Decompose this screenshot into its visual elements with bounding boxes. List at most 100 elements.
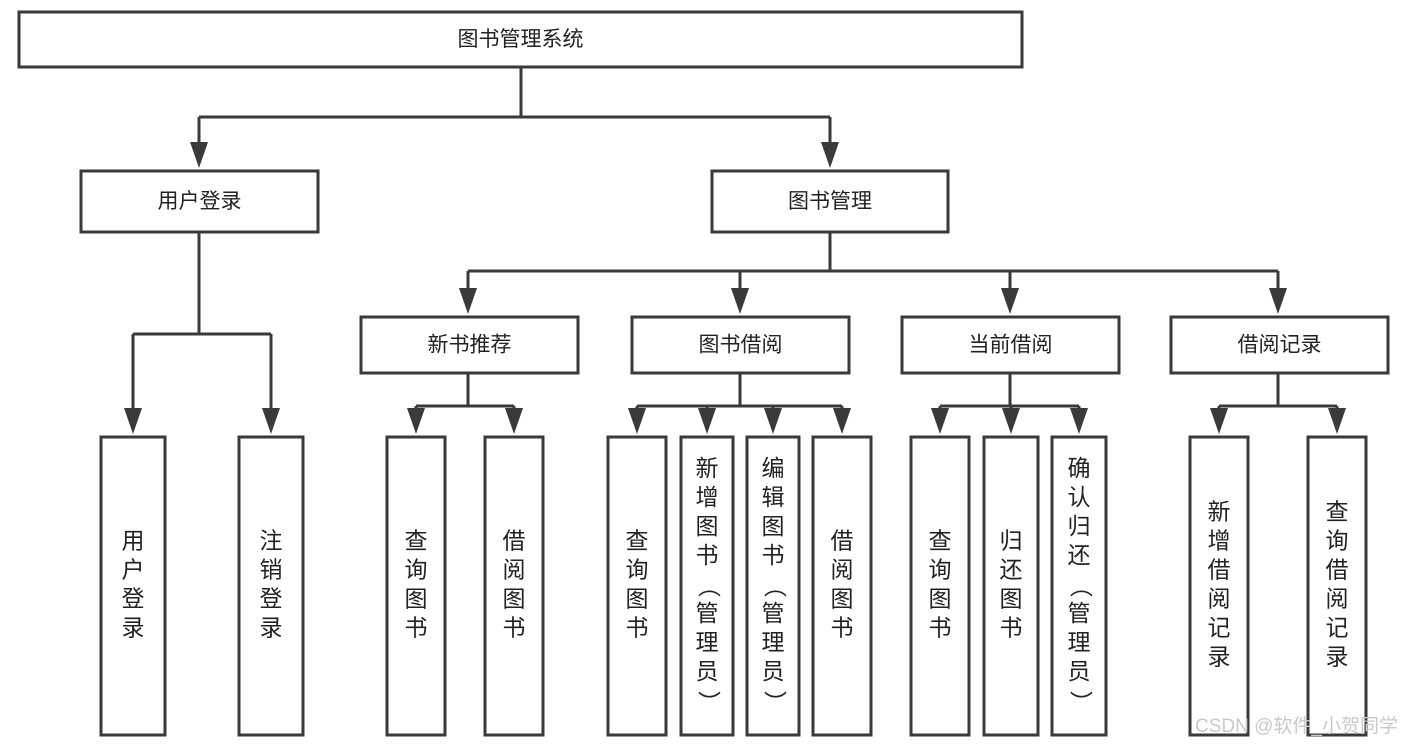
- node-leaf-12-char: 借: [1326, 557, 1349, 583]
- node-leaf-6-char: 员: [762, 658, 785, 684]
- node-leaf-8-char: 查: [929, 528, 952, 554]
- node-leaf-3-char: 图: [503, 586, 526, 612]
- node-level2-0-rect[interactable]: [79, 169, 320, 234]
- node-leaf-1-char: 登: [260, 586, 283, 612]
- node-leaf-10-char: （: [1068, 575, 1094, 598]
- node-leaf-7-char: 书: [831, 615, 854, 641]
- node-leaf-3-char: 借: [503, 528, 526, 554]
- node-leaf-12-char: 查: [1326, 499, 1349, 525]
- node-leaf-7-char: 阅: [831, 557, 854, 583]
- node-root-label: 图书管理系统: [458, 28, 584, 51]
- node-leaf-0-char: 录: [122, 615, 145, 641]
- node-level3-3[interactable]: 借阅记录: [1169, 315, 1390, 375]
- node-leaf-5-char: 增: [696, 484, 719, 510]
- node-leaf-9-rect[interactable]: [982, 435, 1040, 737]
- node-leaf-0-char: 户: [122, 557, 145, 583]
- node-root[interactable]: 图书管理系统: [17, 10, 1024, 69]
- node-leaf-6-char: 图: [762, 513, 785, 539]
- root-branch-0-arrow: [190, 142, 208, 168]
- login-branch-0-arrow: [124, 408, 142, 434]
- node-leaf-5-char: 员: [696, 658, 719, 684]
- node-root-rect[interactable]: [17, 10, 1024, 69]
- node-level3-0[interactable]: 新书推荐: [359, 315, 580, 375]
- node-leaf-10-rect[interactable]: [1050, 435, 1108, 737]
- sub-branch-1-0-arrow: [628, 408, 646, 434]
- node-leaf-7-rect[interactable]: [811, 435, 873, 737]
- node-leaf-12-char: 询: [1326, 528, 1349, 554]
- node-leaf-0-char: 登: [122, 586, 145, 612]
- node-leaf-1-rect[interactable]: [237, 435, 305, 737]
- node-leaf-2-char: 查: [405, 528, 428, 554]
- sub-branch-0-0-arrow: [407, 408, 425, 434]
- node-leaf-5-char: 管: [696, 600, 719, 626]
- sub-branch-1-2-arrow: [764, 408, 782, 434]
- node-leaf-11-rect[interactable]: [1188, 435, 1250, 737]
- node-leaf-3-rect[interactable]: [483, 435, 545, 737]
- sub-branch-1-3-arrow: [833, 408, 851, 434]
- login-branch-1-arrow: [262, 408, 280, 434]
- node-leaf-2-rect[interactable]: [385, 435, 447, 737]
- node-leaf-4-char: 查: [626, 528, 649, 554]
- node-leaf-0-char: 用: [122, 528, 145, 554]
- node-level3-2-rect[interactable]: [900, 315, 1121, 375]
- node-level3-1-rect[interactable]: [630, 315, 851, 375]
- node-leaf-12-rect[interactable]: [1306, 435, 1368, 737]
- node-leaf-12-char: 记: [1326, 615, 1349, 641]
- node-leaf-6-char: 管: [762, 600, 785, 626]
- node-leaf-3-char: 阅: [503, 557, 526, 583]
- node-level2-1[interactable]: 图书管理: [710, 169, 950, 234]
- node-leaf-8-rect[interactable]: [909, 435, 971, 737]
- node-leaf-6-rect[interactable]: [745, 435, 801, 737]
- node-level3-2[interactable]: 当前借阅: [900, 315, 1121, 375]
- node-leaf-10-char: 还: [1068, 542, 1091, 568]
- node-leaf-11-char: 增: [1208, 528, 1231, 554]
- node-leaf-11-char: 录: [1208, 644, 1231, 670]
- node-leaf-0[interactable]: 用户登录: [99, 435, 167, 737]
- node-leaf-10-char: 员: [1068, 658, 1091, 684]
- node-leaf-1-char: 注: [260, 528, 283, 554]
- node-leaf-11-char: 记: [1208, 615, 1231, 641]
- node-leaf-5-char: 新: [696, 455, 719, 481]
- node-leaf-6-char: （: [762, 575, 788, 598]
- node-leaf-5-char: 书: [696, 542, 719, 568]
- node-leaf-5-char: ）: [696, 691, 722, 714]
- sub-branch-2-2-arrow: [1070, 408, 1088, 434]
- node-leaf-6-char: 辑: [762, 484, 785, 510]
- node-leaf-8-char: 书: [929, 615, 952, 641]
- node-leaf-5-char: 理: [696, 629, 719, 655]
- node-level3-3-rect[interactable]: [1169, 315, 1390, 375]
- node-leaf-11-char: 新: [1208, 499, 1231, 525]
- node-level3-1[interactable]: 图书借阅: [630, 315, 851, 375]
- node-leaf-10-char: 管: [1068, 600, 1091, 626]
- node-leaf-0-rect[interactable]: [99, 435, 167, 737]
- node-leaf-8-char: 图: [929, 586, 952, 612]
- node-leaf-9-char: 还: [1000, 557, 1023, 583]
- node-leaf-12-char: 阅: [1326, 586, 1349, 612]
- node-leaf-1-char: 销: [260, 557, 283, 583]
- node-leaf-6-char: 编: [762, 455, 785, 481]
- node-level3-0-rect[interactable]: [359, 315, 580, 375]
- node-leaf-4-rect[interactable]: [606, 435, 668, 737]
- manage-branch-1-arrow: [731, 288, 749, 314]
- node-level2-0[interactable]: 用户登录: [79, 169, 320, 234]
- manage-branch-2-arrow: [1001, 288, 1019, 314]
- node-leaf-5-rect[interactable]: [679, 435, 735, 737]
- node-level2-1-rect[interactable]: [710, 169, 950, 234]
- node-leaf-6-char: 理: [762, 629, 785, 655]
- node-level3-1-label: 图书借阅: [699, 334, 783, 357]
- node-leaf-10-char: 归: [1068, 513, 1091, 539]
